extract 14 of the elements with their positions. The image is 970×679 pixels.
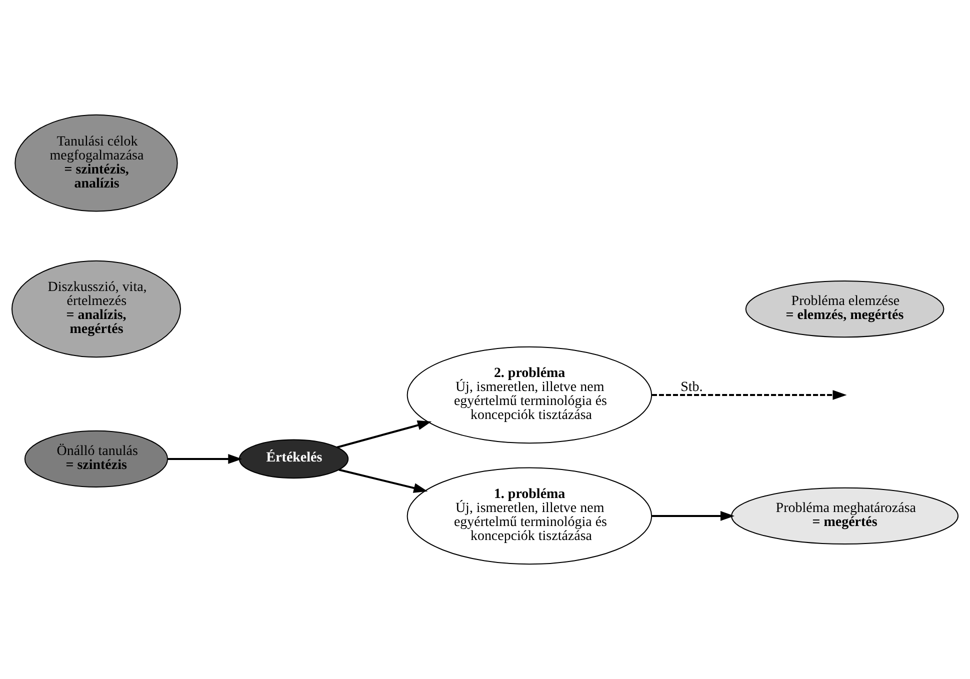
node-ellipse: Tanulási célok megfogalmazása = szintézis, analízis <box>14 114 178 212</box>
arrow <box>336 420 432 448</box>
arrow <box>652 390 847 400</box>
node-ellipse: 2. probléma Új, ismeretlen, illetve nem egyértelmű terminológia és koncepciók tisztázása <box>406 346 652 444</box>
arrow <box>168 454 242 464</box>
node-ellipse: Értékelés <box>238 439 349 479</box>
node-ellipse: Önálló tanulás = szintézis <box>24 430 168 488</box>
edge-label: Stb. <box>680 380 703 396</box>
node-ellipse: 1. probléma Új, ismeretlen, illetve nem egyértelmű terminológia és koncepciók tisztázása <box>406 467 652 565</box>
node-ellipse: Probléma meghatározása = megértés <box>731 487 959 544</box>
arrow <box>652 511 735 521</box>
node-ellipse: Diszkusszió, vita, értelmezés = analízis, megértés <box>11 260 181 358</box>
arrow <box>338 468 428 493</box>
node-ellipse: Probléma elemzése = elemzés, megértés <box>745 280 944 338</box>
